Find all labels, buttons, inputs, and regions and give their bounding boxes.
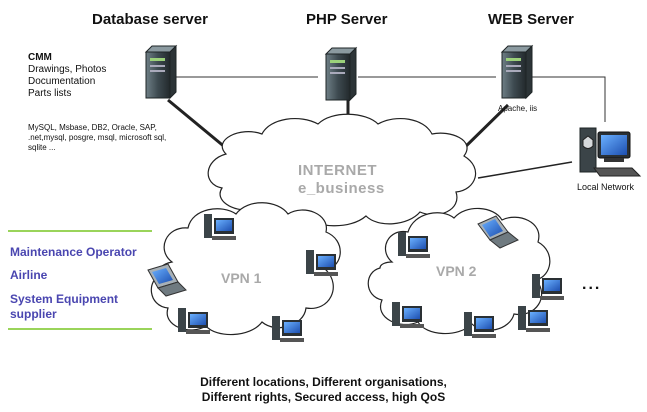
actor-system-equipment: System Equipment bbox=[10, 292, 119, 306]
db-technologies: MySQL, Msbase, DB2, Oracle, SAP, .net,my… bbox=[28, 123, 166, 153]
vpn1-workstation-icon bbox=[306, 250, 338, 276]
vpn1-cloud bbox=[150, 202, 341, 336]
vpn2-workstation-icon bbox=[532, 274, 564, 300]
cmm-label: CMM bbox=[28, 52, 52, 63]
vpn2-workstation-icon bbox=[392, 302, 424, 328]
local-network-computer-icon bbox=[579, 127, 642, 177]
php-server-title: PHP Server bbox=[306, 11, 388, 28]
vpn2-workstation-icon bbox=[518, 306, 550, 332]
vpn2-label: VPN 2 bbox=[436, 263, 477, 279]
php-server-icon bbox=[324, 46, 358, 102]
db-content-item: Parts lists bbox=[28, 88, 72, 99]
web-server-title: WEB Server bbox=[488, 11, 574, 28]
vpn1-workstation-icon bbox=[272, 316, 304, 342]
vpn1-workstation-icon bbox=[178, 308, 210, 334]
ebusiness-label: e_business bbox=[298, 180, 385, 197]
link-web-local bbox=[530, 76, 606, 122]
vpn1-label: VPN 1 bbox=[221, 270, 262, 286]
vpn1-workstation-icon bbox=[204, 214, 236, 240]
vpn2-workstation-icon bbox=[464, 312, 496, 338]
link-web-internet bbox=[458, 103, 510, 154]
db-tech-line: MySQL, Msbase, DB2, Oracle, SAP, bbox=[28, 123, 157, 132]
vpn2-laptop-icon bbox=[477, 215, 519, 249]
database-server-title: Database server bbox=[92, 11, 208, 28]
link-db-internet bbox=[167, 98, 227, 150]
internet-label: INTERNET bbox=[298, 162, 377, 179]
db-tech-line: sqlite ... bbox=[28, 143, 56, 152]
local-network-label: Local Network bbox=[577, 182, 635, 192]
db-content-item: Drawings, Photos bbox=[28, 64, 107, 75]
vpn1-laptop-icon bbox=[147, 263, 187, 297]
db-content-list: CMM Drawings, Photos Documentation Parts… bbox=[28, 52, 106, 100]
actor-maintenance-operator: Maintenance Operator bbox=[10, 245, 137, 259]
link-internet-local bbox=[477, 161, 573, 179]
footer-line-2: Different rights, Secured access, high Q… bbox=[201, 390, 446, 404]
footer-line-1: Different locations, Different organisat… bbox=[200, 375, 447, 389]
actor-supplier: supplier bbox=[10, 307, 57, 321]
db-tech-line: .net,mysql, posgre, msql, microsoft sql, bbox=[28, 133, 167, 142]
actor-airline: Airline bbox=[10, 268, 48, 282]
web-server-icon bbox=[500, 44, 534, 100]
web-technologies: Apache, iis bbox=[498, 104, 538, 113]
database-server-icon bbox=[144, 44, 178, 100]
vpn2-workstation-icon bbox=[398, 232, 430, 258]
db-content-item: Documentation bbox=[28, 76, 96, 87]
more-networks-ellipsis: ... bbox=[582, 276, 602, 293]
